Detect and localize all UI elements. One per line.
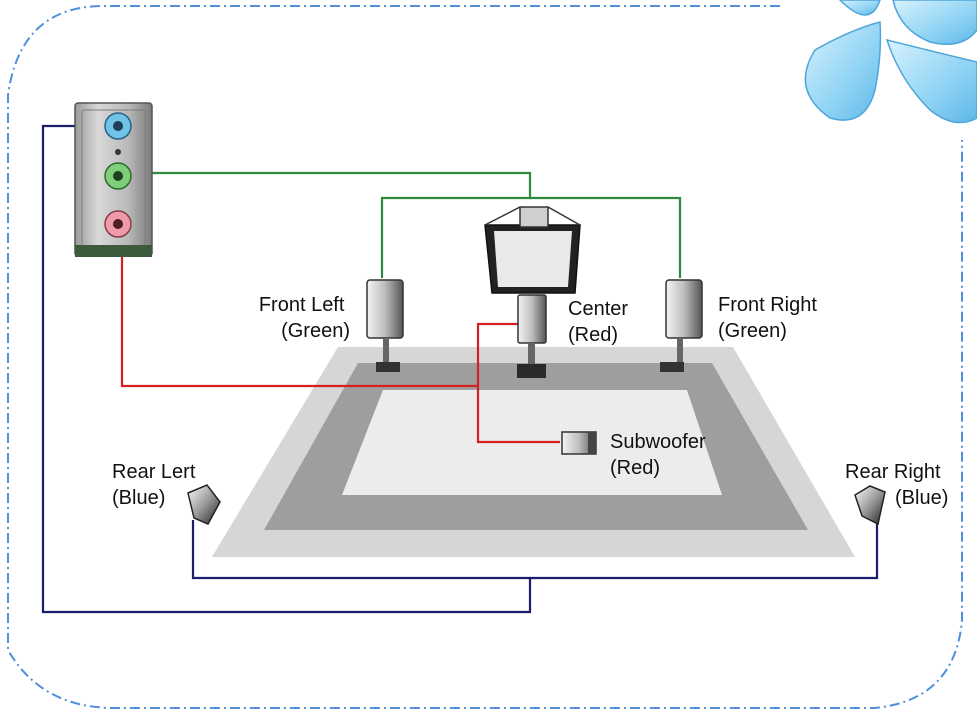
green-wire — [125, 171, 532, 278]
water-drop-petals-logo — [804, 0, 977, 124]
red-wire-center — [476, 322, 560, 444]
front-right-label: Front Right (Green) — [718, 294, 823, 342]
rear-right-label: Rear Right (Blue) — [845, 461, 948, 509]
front-left-speaker-icon — [366, 279, 404, 372]
rear-right-speaker-icon — [854, 485, 886, 526]
center-label: Center (Red) — [568, 298, 634, 346]
speaker-labels: Front Left (Green) Center (Red) Front Ri… — [112, 294, 948, 509]
wiring — [41, 124, 879, 614]
red-wire — [120, 228, 478, 388]
rear-left-speaker-icon — [187, 484, 221, 525]
blue-wire-rear — [191, 502, 879, 580]
front-left-label: Front Left (Green) — [259, 294, 350, 342]
audio-jack-panel — [74, 102, 153, 257]
subwoofer-label: Subwoofer (Red) — [610, 431, 711, 479]
front-right-speaker-icon — [660, 279, 703, 372]
blue-wire — [41, 124, 532, 614]
center-speaker-icon — [517, 294, 547, 378]
dashed-frame-border — [7, 5, 963, 709]
rear-left-label: Rear Lert (Blue) — [112, 461, 201, 509]
subwoofer-icon — [561, 431, 597, 455]
green-wire-right — [530, 196, 682, 278]
room-floor — [212, 347, 855, 557]
monitor-icon — [484, 206, 581, 294]
